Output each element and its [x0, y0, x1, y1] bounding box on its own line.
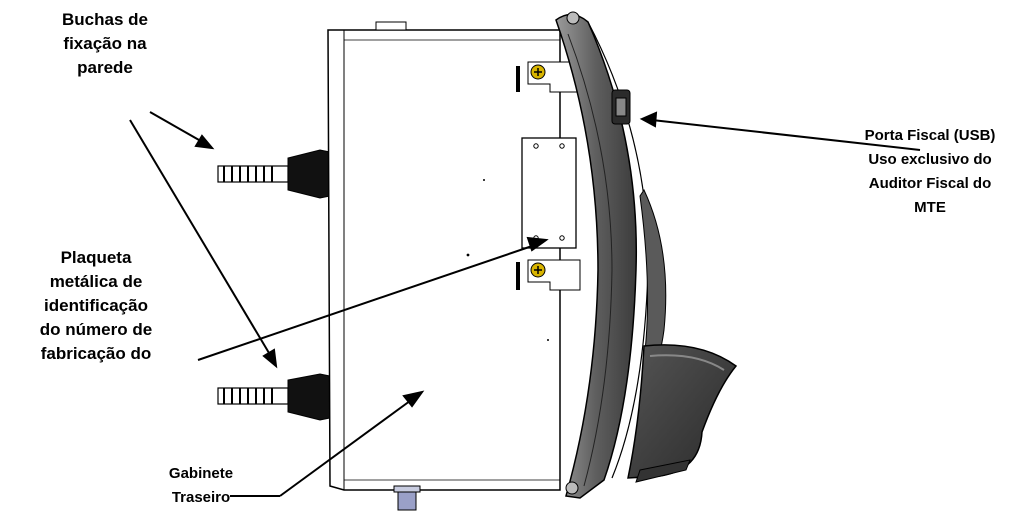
- identification-plate: [521, 137, 577, 249]
- label-plate-line-5: fabricação do: [40, 344, 152, 363]
- label-port-line-3: Auditor Fiscal do: [868, 175, 992, 192]
- label-wall-anchors-line-3: parede: [77, 58, 133, 77]
- label-wall-anchors: Buchas de fixação na parede: [40, 8, 170, 80]
- wall-anchor-top: [217, 149, 331, 199]
- label-plate-line-4: do número de: [39, 320, 153, 339]
- label-plate-line-3: identificação: [44, 296, 148, 315]
- mount-bracket-top: [516, 61, 581, 93]
- usb-fiscal-port: [611, 89, 631, 125]
- label-port-line-4: MTE: [914, 199, 946, 216]
- wall-anchor-bottom: [217, 373, 331, 421]
- label-plate-line-2: metálica de: [49, 272, 143, 291]
- label-wall-anchors-line-1: Buchas de: [62, 10, 148, 29]
- label-identification-plate: Plaqueta metálica de identificação do nú…: [20, 246, 172, 366]
- callout-arrows: [129, 111, 921, 497]
- label-rear-cabinet: Gabinete Traseiro: [136, 462, 266, 510]
- label-wall-anchors-line-2: fixação na: [63, 34, 147, 53]
- mount-bracket-bottom: [516, 259, 581, 291]
- label-fiscal-port: Porta Fiscal (USB) Uso exclusivo do Audi…: [830, 124, 1030, 220]
- printer-output: [627, 344, 738, 483]
- label-port-line-1: Porta Fiscal (USB): [864, 127, 996, 144]
- label-cabinet-line-1: Gabinete: [168, 465, 234, 482]
- label-cabinet-line-2: Traseiro: [171, 489, 231, 506]
- rear-cabinet: [327, 21, 561, 511]
- label-plate-line-1: Plaqueta: [60, 248, 132, 267]
- label-port-line-2: Uso exclusivo do: [868, 151, 992, 168]
